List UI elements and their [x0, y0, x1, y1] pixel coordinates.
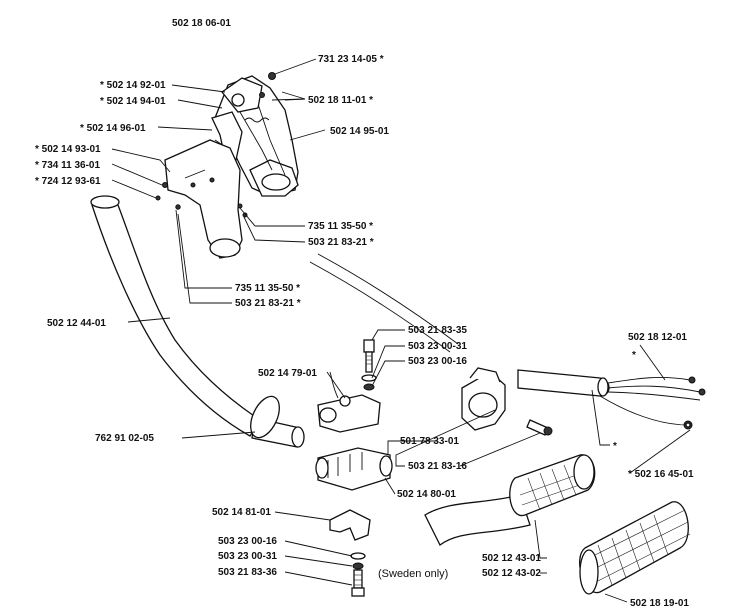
label-503-23-00-31-a: 503 23 00-31 [408, 341, 467, 352]
label-502-14-94-01: * 502 14 94-01 [100, 96, 166, 107]
throttle-handle-assembly [155, 72, 299, 259]
leader-lines [111, 58, 691, 603]
label-502-12-44-01: 502 12 44-01 [47, 318, 106, 329]
label-502-18-12-01: 502 18 12-01 [628, 332, 687, 343]
label-735-11-35-50-a: 735 11 35-50 * [308, 221, 373, 232]
label-502-14-93-01: * 502 14 93-01 [35, 144, 101, 155]
label-735-11-35-50-b: 735 11 35-50 * [235, 283, 300, 294]
label-762-91-02-05: 762 91 02-05 [95, 433, 154, 444]
label-502-14-92-01: * 502 14 92-01 [100, 80, 166, 91]
label-724-12-93-61: * 724 12 93-61 [35, 176, 101, 187]
grip-handle [424, 454, 596, 546]
diagram-title: 502 18 06-01 [172, 18, 231, 29]
label-503-21-83-36: 503 21 83-36 [218, 567, 277, 578]
label-502-14-95-01: 502 14 95-01 [330, 126, 389, 137]
label-503-23-00-31-b: 503 23 00-31 [218, 551, 277, 562]
boom-tube [309, 253, 459, 353]
label-503-21-83-16: 503 21 83-16 [408, 461, 467, 472]
label-503-23-00-16-b: 503 23 00-16 [218, 536, 277, 547]
part-labels: 731 23 14-05 * * 502 14 92-01 502 18 11-… [35, 54, 694, 609]
marker-asterisk-cable: * [632, 350, 636, 361]
lower-clamp-assembly [329, 509, 371, 597]
label-502-12-43-02: 502 12 43-02 [482, 568, 541, 579]
label-502-14-79-01: 502 14 79-01 [258, 368, 317, 379]
label-501-78-33-01: 501 78 33-01 [400, 436, 459, 447]
label-502-18-19-01: 502 18 19-01 [630, 598, 689, 609]
label-502-18-11-01: 502 18 11-01 * [308, 95, 373, 106]
label-503-21-83-21-b: 503 21 83-21 * [235, 298, 301, 309]
label-502-14-80-01: 502 14 80-01 [397, 489, 456, 500]
center-clamp-assembly [315, 339, 553, 491]
label-502-16-45-01: * 502 16 45-01 [628, 469, 694, 480]
marker-asterisk-tube: * [613, 441, 617, 452]
label-502-12-43-01: 502 12 43-01 [482, 553, 541, 564]
label-734-11-36-01: * 734 11 36-01 [35, 160, 100, 171]
label-503-23-00-16-a: 503 23 00-16 [408, 356, 467, 367]
label-502-14-96-01: * 502 14 96-01 [80, 123, 146, 134]
label-731-23-14-05: 731 23 14-05 * [318, 54, 384, 65]
label-503-21-83-35: 503 21 83-35 [408, 325, 467, 336]
handle-bar-tube [90, 195, 305, 448]
label-502-14-81-01: 502 14 81-01 [212, 507, 271, 518]
large-grip [579, 501, 691, 595]
cable-assembly [517, 369, 706, 430]
sweden-only-note: (Sweden only) [378, 568, 448, 580]
label-503-21-83-21-a: 503 21 83-21 * [308, 237, 374, 248]
